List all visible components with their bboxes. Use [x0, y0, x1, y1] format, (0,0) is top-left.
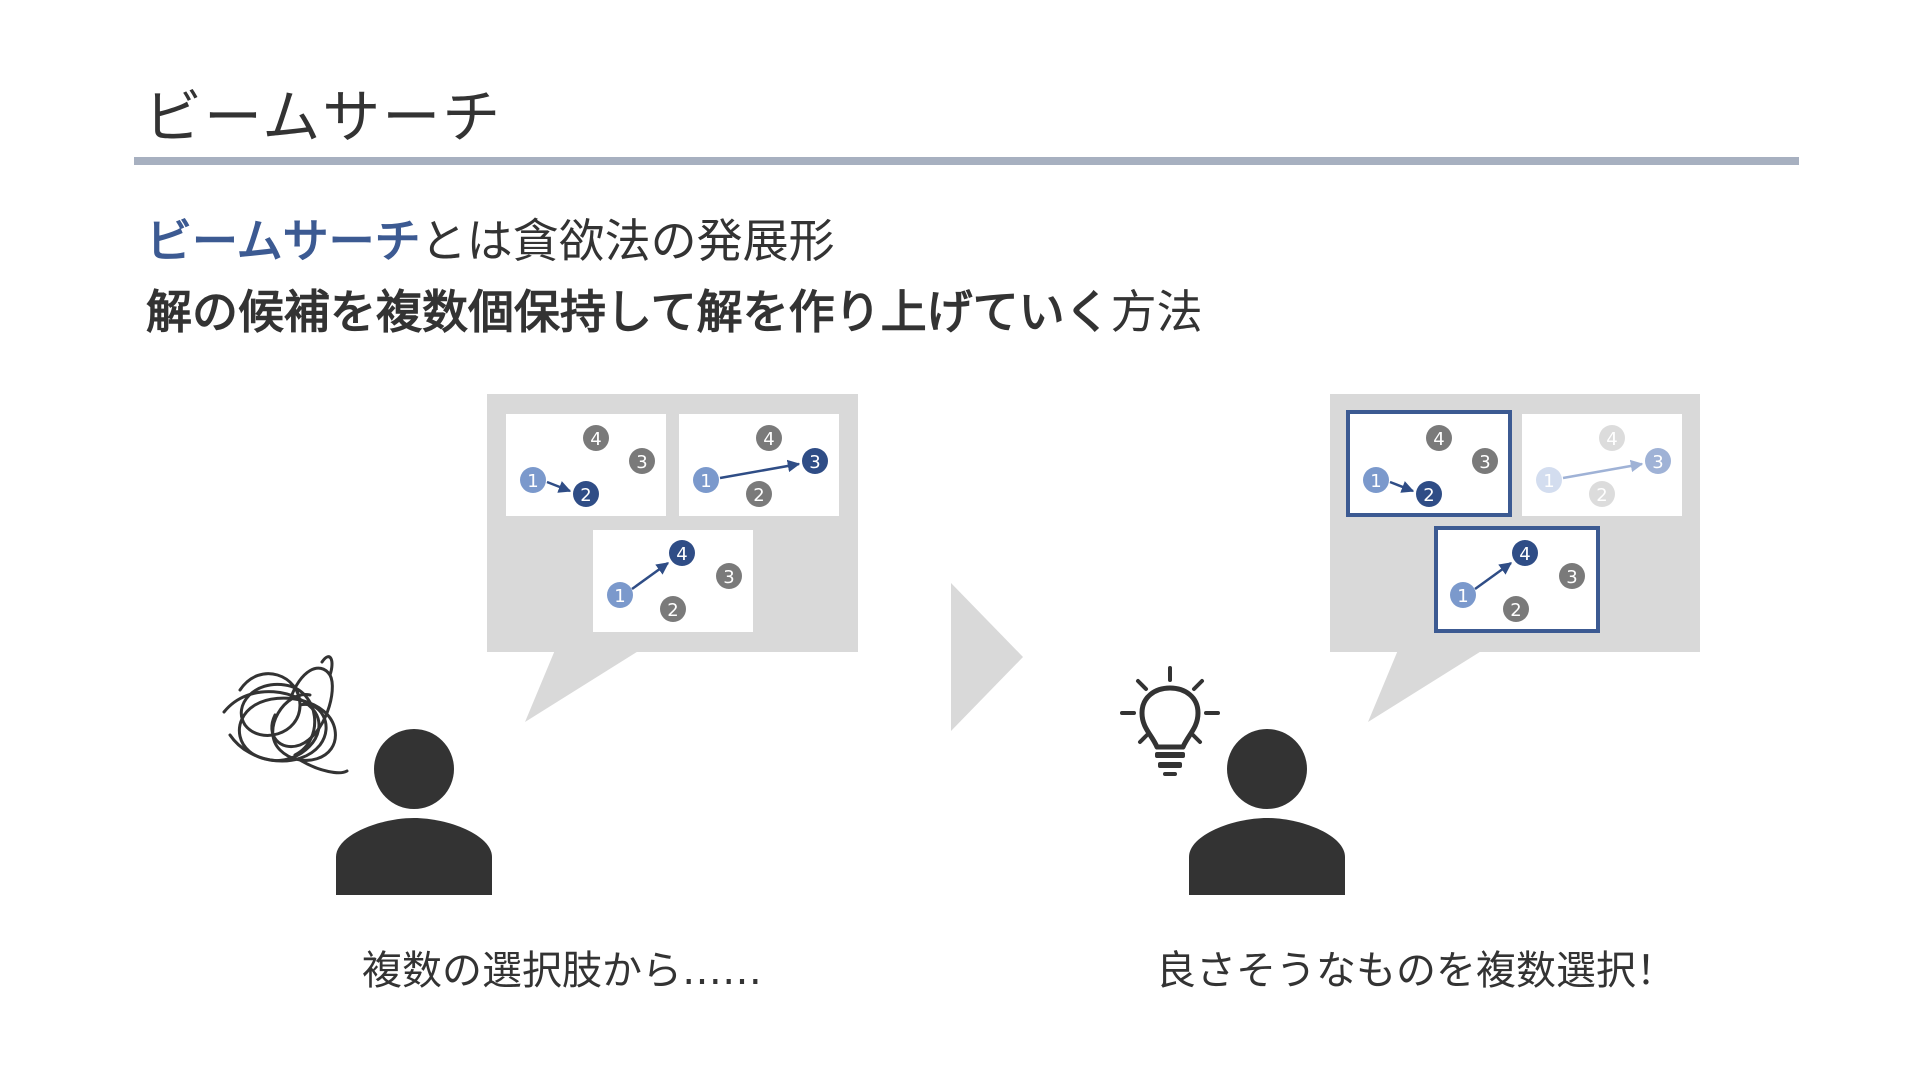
node-label: 4 — [590, 429, 601, 450]
right-speech-bubble: 4 3 1 2 4 3 1 2 4 3 — [1330, 394, 1700, 722]
person-icon — [1189, 729, 1345, 895]
title-divider — [134, 157, 1799, 165]
node-label: 2 — [1596, 485, 1607, 506]
node-3 — [1472, 448, 1498, 474]
left-speech-bubble: 4 3 1 2 4 3 1 2 4 3 — [487, 394, 858, 722]
arrow-right-icon — [951, 583, 1023, 731]
node-4 — [669, 540, 695, 566]
node-1 — [607, 582, 633, 608]
node-4 — [756, 425, 782, 451]
node-3 — [1559, 563, 1585, 589]
node-label: 1 — [700, 471, 711, 492]
node-2 — [1416, 481, 1442, 507]
lead-line-2: 解の候補を複数個保持して解を作り上げていく方法 — [146, 276, 1203, 342]
left-candidate-1-4: 4 3 1 2 — [593, 530, 753, 632]
node-label: 2 — [1510, 600, 1521, 621]
node-2 — [1503, 596, 1529, 622]
lead-line-1: ビームサーチとは貪欲法の発展形 — [146, 205, 835, 271]
node-3 — [629, 448, 655, 474]
node-2 — [746, 481, 772, 507]
node-label: 4 — [1433, 429, 1444, 450]
left-candidate-1-2: 4 3 1 2 — [506, 414, 666, 516]
node-label: 3 — [1566, 567, 1577, 588]
node-label: 2 — [1423, 485, 1434, 506]
node-4 — [1426, 425, 1452, 451]
caption-right: 良さそうなものを複数選択！ — [1156, 948, 1676, 994]
node-1 — [1450, 582, 1476, 608]
slide-title: ビームサーチ — [144, 83, 503, 151]
node-label: 3 — [723, 567, 734, 588]
node-label: 4 — [1519, 544, 1530, 565]
lead-line-1-rest: とは貪欲法の発展形 — [420, 214, 835, 268]
lead-line-2-rest: 方法 — [1110, 285, 1203, 339]
node-label: 1 — [527, 471, 538, 492]
node-2 — [1589, 481, 1615, 507]
node-label: 1 — [1457, 586, 1468, 607]
node-label: 2 — [580, 485, 591, 506]
lead-highlight: ビームサーチ — [146, 214, 421, 268]
right-candidate-1-4-selected: 4 3 1 2 — [1434, 526, 1600, 633]
node-2 — [660, 596, 686, 622]
caption-left: 複数の選択肢から…… — [362, 948, 762, 994]
node-label: 2 — [753, 485, 764, 506]
right-candidate-1-3-faded: 4 3 1 2 — [1522, 414, 1682, 516]
node-1 — [693, 467, 719, 493]
right-candidate-1-2-selected: 4 3 1 2 — [1346, 410, 1512, 517]
node-3 — [1645, 448, 1671, 474]
node-label: 1 — [1370, 471, 1381, 492]
node-label: 3 — [1652, 452, 1663, 473]
node-3 — [802, 448, 828, 474]
node-4 — [1512, 540, 1538, 566]
lead-line-2-bold: 解の候補を複数個保持して解を作り上げていく — [146, 285, 1111, 339]
node-label: 4 — [676, 544, 687, 565]
node-3 — [716, 563, 742, 589]
tangled-scribble-icon — [222, 655, 349, 775]
node-label: 1 — [614, 586, 625, 607]
node-label: 3 — [636, 452, 647, 473]
node-label: 2 — [667, 600, 678, 621]
left-candidate-1-3: 4 3 1 2 — [679, 414, 839, 516]
node-1 — [520, 467, 546, 493]
node-4 — [583, 425, 609, 451]
node-label: 4 — [763, 429, 774, 450]
person-icon — [336, 729, 492, 895]
node-label: 1 — [1543, 471, 1554, 492]
lightbulb-icon — [1120, 666, 1220, 776]
node-label: 4 — [1606, 429, 1617, 450]
node-label: 3 — [1479, 452, 1490, 473]
node-2 — [573, 481, 599, 507]
node-4 — [1599, 425, 1625, 451]
node-1 — [1363, 467, 1389, 493]
node-label: 3 — [809, 452, 820, 473]
node-1 — [1536, 467, 1562, 493]
